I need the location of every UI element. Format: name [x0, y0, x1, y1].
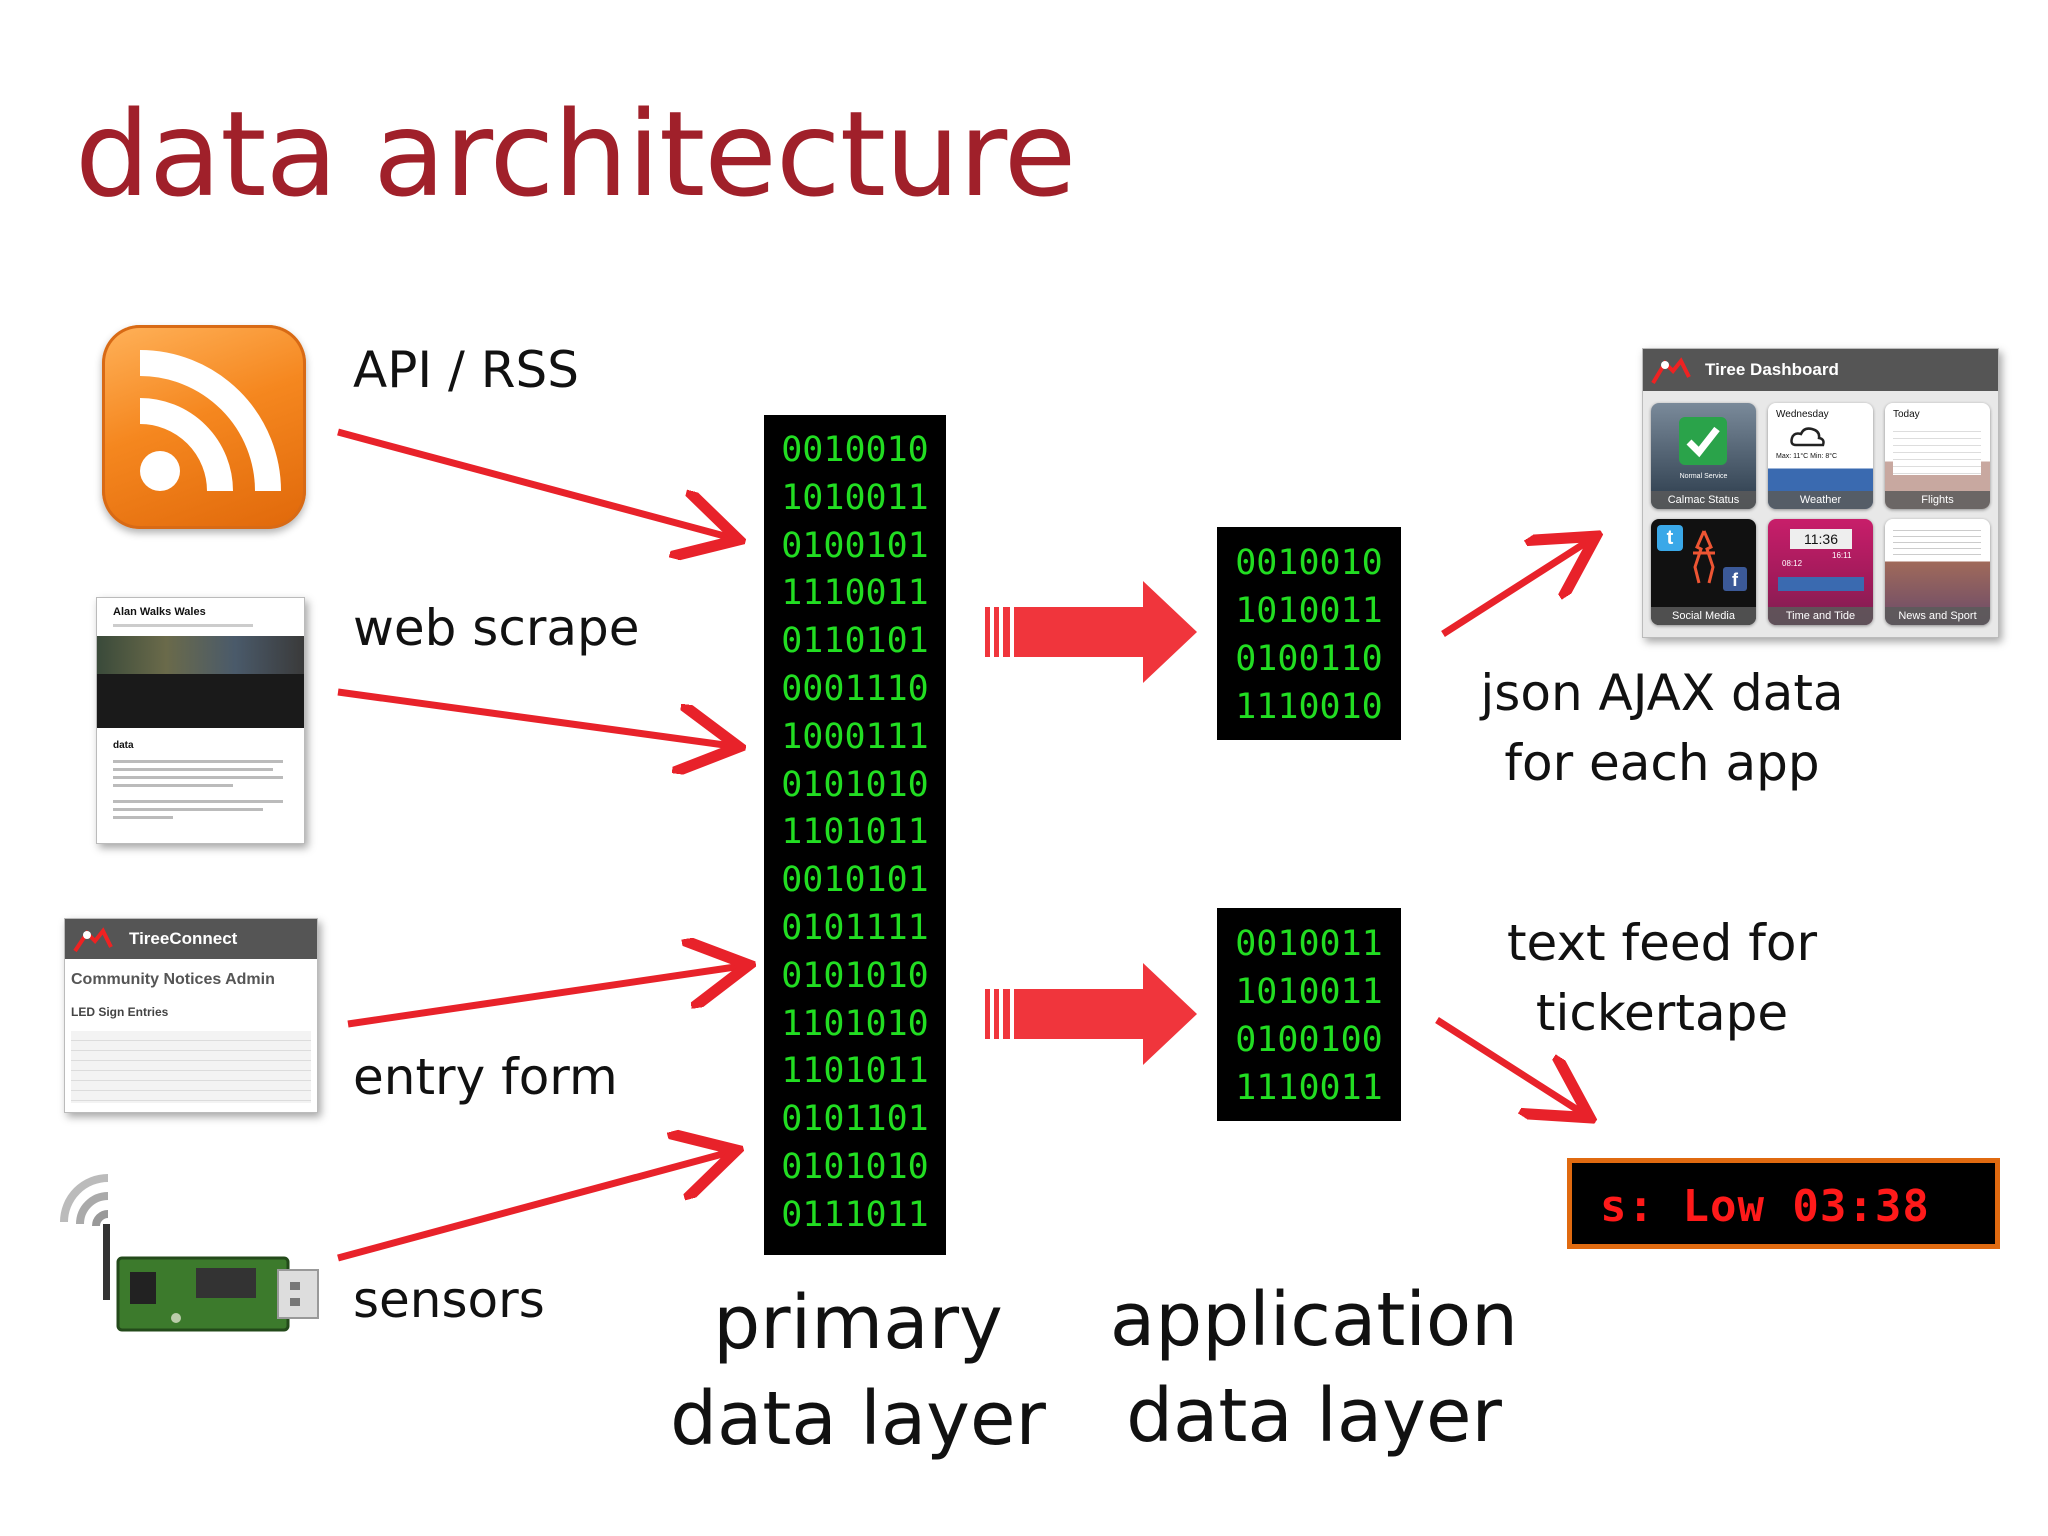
tide-time-high: 16:11 [1832, 551, 1852, 560]
application-label-line1: application [1109, 1277, 1519, 1363]
binary-row: 1110010 [1235, 687, 1383, 727]
tiree-dashboard-thumbnail: Tiree Dashboard Normal Service Calmac St… [1642, 348, 1999, 638]
binary-row: 0111011 [781, 1194, 929, 1235]
binary-row: 1010011 [781, 477, 929, 518]
dashboard-title: Tiree Dashboard [1705, 360, 1839, 379]
binary-row: 0100101 [781, 525, 929, 566]
rss-feed-icon [102, 325, 306, 529]
tile-time-and-tide[interactable]: 11:36 16:11 08:12 Time and Tide [1768, 519, 1873, 625]
ticker-text: s: Low 03:38 [1600, 1181, 1930, 1232]
flights-day: Today [1893, 409, 1920, 420]
binary-row: 0101010 [781, 1146, 929, 1187]
binary-row: 1000111 [781, 716, 929, 757]
primary-label-line1: primary [713, 1280, 1003, 1366]
admin-subheading: LED Sign Entries [71, 1005, 169, 1019]
cloud-icon [1790, 425, 1826, 453]
binary-row: 0100110 [1235, 639, 1383, 679]
calmac-note: Normal Service [1679, 473, 1728, 480]
arrow-app1-to-dashboard [1441, 540, 1590, 637]
binary-row: 1110011 [1235, 1068, 1383, 1108]
weather-day: Wednesday [1776, 409, 1829, 420]
source-label-web-scrape: web scrape [353, 599, 640, 657]
binary-row: 0101010 [781, 764, 929, 805]
weather-temp: Max: 11°C Min: 8°C [1776, 453, 1838, 460]
arrow-scrape-to-primary [337, 688, 732, 746]
text-label-line2: tickertape [1535, 984, 1789, 1042]
block-arrow-upper [985, 581, 1197, 683]
arrow-form-to-primary [347, 966, 742, 1028]
tiree-logo-icon [73, 927, 113, 953]
source-label-api-rss: API / RSS [353, 341, 579, 399]
binary-row: 0101111 [781, 907, 929, 948]
tile-calmac-status[interactable]: Normal Service Calmac Status [1651, 403, 1756, 509]
arrow-app2-to-ticker [1435, 1017, 1584, 1114]
web-page-thumbnail: Alan Walks Wales data [96, 597, 305, 844]
text-output-label: text feed for tickertape [1452, 908, 1872, 1048]
tile-caption: Weather [1768, 491, 1873, 509]
facebook-icon: f [1723, 567, 1747, 591]
tile-social-media[interactable]: t f Social Media [1651, 519, 1756, 625]
binary-row: 1101011 [781, 812, 929, 853]
tile-caption: Time and Tide [1768, 607, 1873, 625]
binary-row: 0010011 [1235, 924, 1383, 964]
block-arrow-lower [985, 963, 1197, 1065]
json-label-line1: json AJAX data [1480, 664, 1844, 722]
app-data-block-json: 0010010 1010011 0100110 1110010 [1217, 527, 1401, 740]
arrow-api-to-primary [337, 428, 732, 538]
binary-row: 0101101 [781, 1099, 929, 1140]
admin-heading: Community Notices Admin [71, 971, 275, 988]
app-name: TireeConnect [129, 929, 238, 948]
entry-form-thumbnail: TireeConnect Community Notices Admin LED… [64, 918, 318, 1113]
arrow-sensor-to-primary [337, 1152, 730, 1262]
checkmark-icon [1679, 417, 1727, 465]
tile-caption: Flights [1885, 491, 1990, 509]
binary-row: 0110101 [781, 621, 929, 662]
binary-row: 1010011 [1235, 591, 1383, 631]
binary-row: 0101010 [781, 955, 929, 996]
text-label-line1: text feed for [1506, 914, 1818, 972]
binary-row: 1010011 [1235, 972, 1383, 1012]
binary-row: 1101011 [781, 1051, 929, 1092]
primary-label-line2: data layer [670, 1376, 1046, 1462]
tile-weather[interactable]: Wednesday Max: 11°C Min: 8°C Weather [1768, 403, 1873, 509]
tide-clock: 11:36 [1790, 529, 1852, 549]
json-label-line2: for each app [1504, 734, 1820, 792]
source-label-sensors: sensors [353, 1271, 545, 1329]
source-label-entry-form: entry form [353, 1048, 618, 1106]
usb-sensor-icon [46, 1168, 322, 1340]
binary-row: 0100100 [1235, 1020, 1383, 1060]
binary-row: 0001110 [781, 668, 929, 709]
tile-caption: News and Sport [1885, 607, 1990, 625]
binary-row: 1110011 [781, 573, 929, 614]
json-output-label: json AJAX data for each app [1452, 658, 1872, 798]
web-page-section: data [113, 740, 134, 751]
binary-row: 0010010 [781, 430, 929, 470]
tiree-logo-icon [1651, 355, 1691, 385]
twitter-icon: t [1657, 525, 1683, 551]
tile-caption: Calmac Status [1651, 491, 1756, 509]
tile-caption: Social Media [1651, 607, 1756, 625]
dashboard-header: Tiree Dashboard [1643, 349, 1998, 391]
app-data-block-text: 0010011 1010011 0100100 1110011 [1217, 908, 1401, 1121]
web-page-heading: Alan Walks Wales [113, 606, 206, 618]
tickertape-display: s: Low 03:38 [1567, 1158, 2000, 1249]
tide-time-low: 08:12 [1782, 559, 1803, 568]
application-layer-label: application data layer [1104, 1272, 1524, 1464]
binary-row: 0010101 [781, 860, 929, 901]
binary-row: 1101010 [781, 1003, 929, 1044]
tile-flights[interactable]: Today Flights [1885, 403, 1990, 509]
viking-figure-icon [1687, 527, 1721, 587]
tile-news-and-sport[interactable]: News and Sport [1885, 519, 1990, 625]
binary-row: 0010010 [1235, 543, 1383, 583]
primary-data-block: 0010010 1010011 0100101 1110011 0110101 … [764, 415, 946, 1255]
slide-title: data architecture [75, 85, 1076, 223]
application-label-line2: data layer [1126, 1373, 1502, 1459]
primary-layer-label: primary data layer [648, 1275, 1068, 1467]
